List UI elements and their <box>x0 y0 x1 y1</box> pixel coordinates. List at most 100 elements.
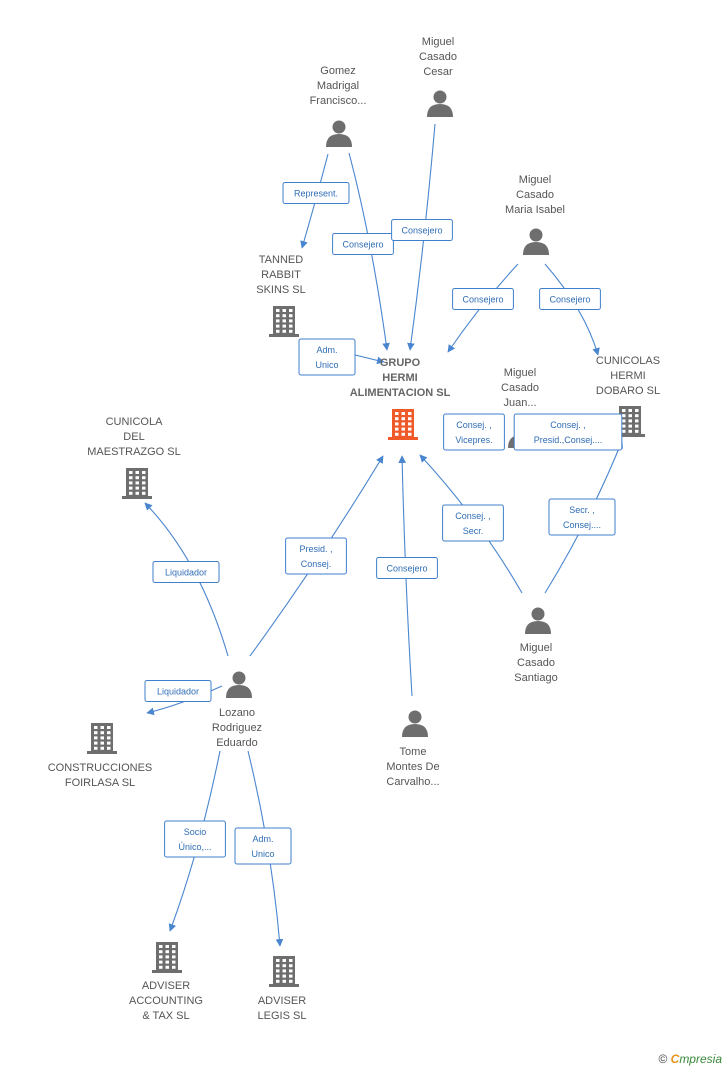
edge-label-text: Consejero <box>342 240 383 250</box>
node-label: Miguel <box>519 174 551 186</box>
edge-label-lozano-accounting[interactable]: SocioÚnico,... <box>164 820 226 858</box>
node-label: GRUPO <box>380 357 421 369</box>
building-icon <box>152 942 182 973</box>
edge-label-text: Liquidador <box>165 568 207 578</box>
node-label: ADVISER <box>258 995 306 1007</box>
edge-label-text: Adm. <box>316 345 337 355</box>
building-icon <box>269 306 299 337</box>
edge-label-tome-grupo[interactable]: Consejero <box>376 557 438 579</box>
edge-label-juan-cunicolas[interactable]: Consej. ,Presid.,Consej.... <box>513 413 623 451</box>
brand-first-letter: C <box>670 1052 680 1066</box>
edge-label-box <box>376 557 438 579</box>
edge-label-juan-grupo[interactable]: Consej. ,Vicepres. <box>443 413 505 451</box>
edge-label-santiago-grupo[interactable]: Consej. , Secr. <box>442 504 504 542</box>
edge-label-box <box>152 561 220 583</box>
edge-label-text: Adm. <box>252 834 273 844</box>
edge-label-text: Consej. <box>301 559 332 569</box>
node-label: Casado <box>516 189 554 201</box>
node-label: ADVISER <box>142 980 190 992</box>
node-label: HERMI <box>610 370 645 382</box>
node-label: LEGIS SL <box>258 1010 307 1022</box>
node-label: TANNED <box>259 254 303 266</box>
node-label: & TAX SL <box>142 1010 189 1022</box>
edge-label-text: Secr. , <box>569 505 595 515</box>
edge-label-text: Represent. <box>294 189 338 199</box>
edge-label-text: Socio <box>184 827 207 837</box>
edge-label-gomez-grupo[interactable]: Consejero <box>332 233 394 255</box>
node-label: ALIMENTACION SL <box>350 387 451 399</box>
edge-label-text: Secr. <box>463 526 484 536</box>
person-icon <box>427 90 453 117</box>
edge-label-text: Consej. , <box>455 511 491 521</box>
node-label: RABBIT <box>261 269 301 281</box>
edge-label-text: Único,... <box>178 842 211 852</box>
edge-label-text: Consejero <box>401 226 442 236</box>
node-label: Casado <box>517 657 555 669</box>
building-icon <box>615 406 645 437</box>
node-label: Tome <box>400 746 427 758</box>
node-label: CONSTRUCCIONES <box>48 762 153 774</box>
edge-label-text: Consejero <box>386 564 427 574</box>
node-label: MAESTRAZGO SL <box>87 446 181 458</box>
edge-label-box <box>144 680 212 702</box>
edge-label-box <box>282 182 350 204</box>
edge-label-isabel-grupo[interactable]: Consejero <box>452 288 514 310</box>
edge-label-box <box>164 820 226 858</box>
node-legis[interactable]: ADVISER LEGIS SL <box>258 956 307 1022</box>
node-grupo[interactable]: GRUPO HERMI ALIMENTACION SL <box>350 357 451 440</box>
edge-label-box <box>332 233 394 255</box>
edge-label-lozano-grupo[interactable]: Presid. , Consej. <box>285 537 347 575</box>
node-label: Gomez <box>320 65 355 77</box>
node-label: Santiago <box>514 672 557 684</box>
edge-label-box <box>391 219 453 241</box>
edge-label-box <box>539 288 601 310</box>
copyright-symbol: © <box>658 1052 668 1066</box>
edge-label-lozano-legis[interactable]: Adm. Unico <box>234 827 292 865</box>
edge-label-text: Unico <box>315 360 338 370</box>
node-label: Madrigal <box>317 80 359 92</box>
person-icon <box>525 607 551 634</box>
node-label: Casado <box>419 51 457 63</box>
brand-name: mpresia <box>679 1052 722 1066</box>
edge-label-isabel-cunicolas[interactable]: Consejero <box>539 288 601 310</box>
empresia-brand[interactable]: © Cmpresia <box>658 1052 722 1066</box>
edge-label-text: Vicepres. <box>455 435 492 445</box>
edge-label-text: Consej.... <box>563 520 601 530</box>
edge-label-santiago-cunicolas[interactable]: Secr. , Consej.... <box>548 498 616 536</box>
edge-label-box <box>298 338 356 376</box>
node-gomez[interactable]: GomezMadrigalFrancisco... <box>310 65 367 147</box>
building-icon <box>269 956 299 987</box>
building-icon <box>87 723 117 754</box>
edge-label-text: Unico <box>251 849 274 859</box>
node-label: Casado <box>501 382 539 394</box>
node-label: Rodriguez <box>212 722 262 734</box>
node-label: Lozano <box>219 707 255 719</box>
node-label: HERMI <box>382 372 417 384</box>
edge-label-text: Presid. , <box>299 544 332 554</box>
edge-label-box <box>452 288 514 310</box>
person-icon <box>523 228 549 255</box>
edge-label-text: Liquidador <box>157 687 199 697</box>
edge-label-lozano-foirlasa[interactable]: Liquidador <box>144 680 212 702</box>
edge-label-lozano-maestrazgo[interactable]: Liquidador <box>152 561 220 583</box>
node-label: FOIRLASA SL <box>65 777 135 789</box>
node-foirlasa[interactable]: CONSTRUCCIONES FOIRLASA SL <box>48 723 153 789</box>
node-label: Francisco... <box>310 95 367 107</box>
edge-label-text: Consejero <box>462 295 503 305</box>
edge-label-gomez-tanned[interactable]: Represent. <box>282 182 350 204</box>
node-label: Miguel <box>504 367 536 379</box>
node-label: Miguel <box>422 36 454 48</box>
node-label: CUNICOLAS <box>596 355 660 367</box>
edge-label-cesar-grupo[interactable]: Consejero <box>391 219 453 241</box>
edge-label-tanned-grupo[interactable]: Adm. Unico <box>298 338 356 376</box>
